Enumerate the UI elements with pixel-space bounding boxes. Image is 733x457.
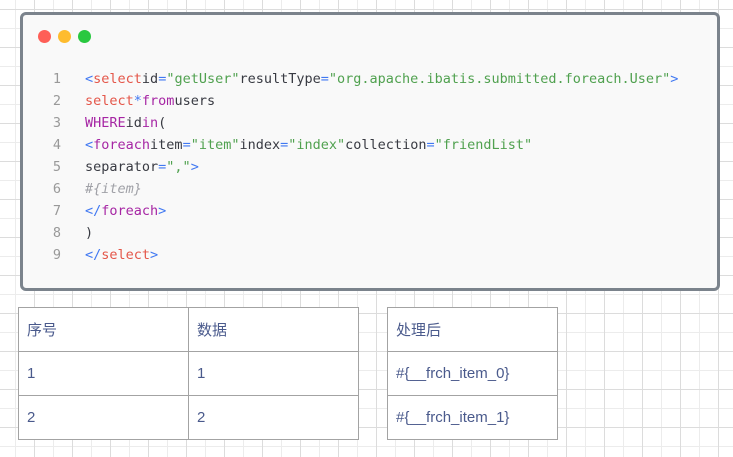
table-cell: #{__frch_item_1}	[387, 395, 558, 440]
table-cell: 2	[18, 395, 189, 440]
code-line: 3 WHERE id in (	[23, 112, 678, 134]
window-controls	[38, 30, 91, 43]
line-number: 8	[52, 225, 61, 241]
table-header-row: 处理后	[387, 307, 558, 352]
table-cell: 1	[18, 351, 189, 396]
table-row: 1 1	[18, 351, 359, 396]
line-number: 5	[52, 159, 61, 175]
code-line: 5 separator="," >	[23, 156, 678, 178]
close-dot-icon	[38, 30, 51, 43]
line-number: 7	[52, 203, 61, 219]
header-cell-data: 数据	[188, 307, 359, 352]
code-line: 8 )	[23, 222, 678, 244]
table-cell: #{__frch_item_0}	[387, 351, 558, 396]
processed-table: 处理后 #{__frch_item_0} #{__frch_item_1}	[387, 307, 558, 440]
table-cell: 1	[188, 351, 359, 396]
minimize-dot-icon	[58, 30, 71, 43]
line-number: 6	[52, 181, 61, 197]
header-cell-processed: 处理后	[387, 307, 558, 352]
line-number: 4	[52, 137, 61, 153]
table-row: #{__frch_item_1}	[387, 395, 558, 440]
code-line: 6 #{item}	[23, 178, 678, 200]
code-block: 1<select id="getUser" resultType="org.ap…	[23, 68, 679, 266]
code-window: 1<select id="getUser" resultType="org.ap…	[20, 12, 720, 291]
code-line: 4 <foreach item="item" index="index" col…	[23, 134, 678, 156]
line-number: 9	[52, 247, 61, 263]
table-row: #{__frch_item_0}	[387, 351, 558, 396]
code-line: 1<select id="getUser" resultType="org.ap…	[23, 68, 679, 90]
code-line: 9</select>	[23, 244, 678, 266]
table-cell: 2	[188, 395, 359, 440]
header-cell-index: 序号	[18, 307, 189, 352]
line-number: 1	[52, 71, 61, 87]
line-number: 2	[52, 93, 61, 109]
table-row: 2 2	[18, 395, 359, 440]
table-header-row: 序号 数据	[18, 307, 359, 352]
line-number: 3	[52, 115, 61, 131]
code-line: 2 select * from users	[23, 90, 678, 112]
maximize-dot-icon	[78, 30, 91, 43]
index-data-table: 序号 数据 1 1 2 2	[18, 307, 359, 440]
code-line: 7 </foreach>	[23, 200, 678, 222]
